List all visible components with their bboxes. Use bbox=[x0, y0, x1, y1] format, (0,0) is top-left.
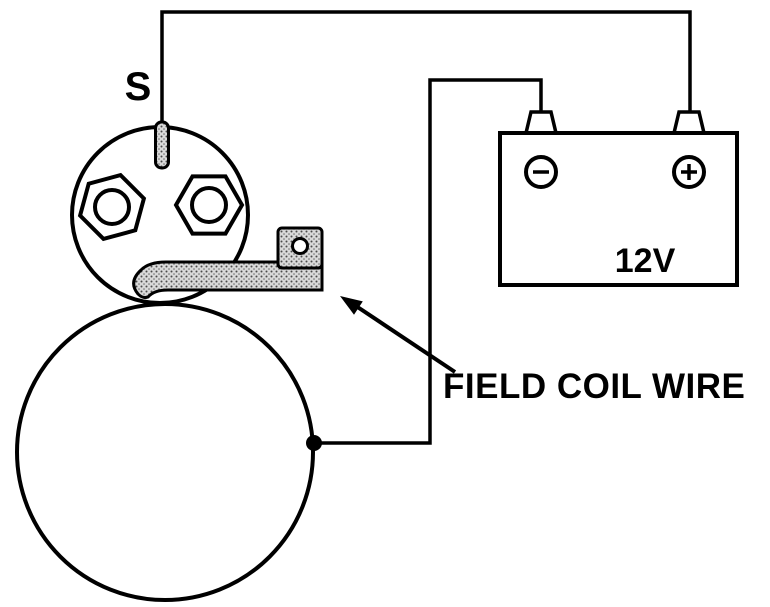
field-coil-tab-hole bbox=[291, 237, 309, 255]
battery-voltage-label: 12V bbox=[615, 242, 676, 280]
field-coil-arrow-line bbox=[354, 304, 457, 374]
battery-negative-post bbox=[524, 110, 558, 134]
negative-to-motor-wire bbox=[318, 78, 543, 445]
field-coil-arrowhead-icon bbox=[340, 296, 363, 315]
starter-motor-housing bbox=[15, 302, 315, 602]
battery-positive-icon bbox=[672, 155, 706, 189]
s-terminal-stub bbox=[154, 120, 170, 170]
field-coil-wire-strap bbox=[132, 260, 324, 300]
s-to-positive-wire bbox=[160, 10, 692, 124]
battery-positive-post bbox=[672, 110, 706, 134]
s-terminal-label: S bbox=[125, 65, 152, 109]
battery-body bbox=[498, 131, 739, 287]
left-terminal-nut-icon bbox=[77, 172, 147, 242]
right-terminal-nut-icon bbox=[173, 174, 245, 236]
left-terminal-stud bbox=[93, 188, 131, 226]
field-coil-wire-label: FIELD COIL WIRE bbox=[443, 367, 745, 406]
motor-connection-dot bbox=[306, 435, 322, 451]
battery-negative-icon bbox=[524, 155, 558, 189]
right-terminal-stud bbox=[190, 186, 228, 224]
